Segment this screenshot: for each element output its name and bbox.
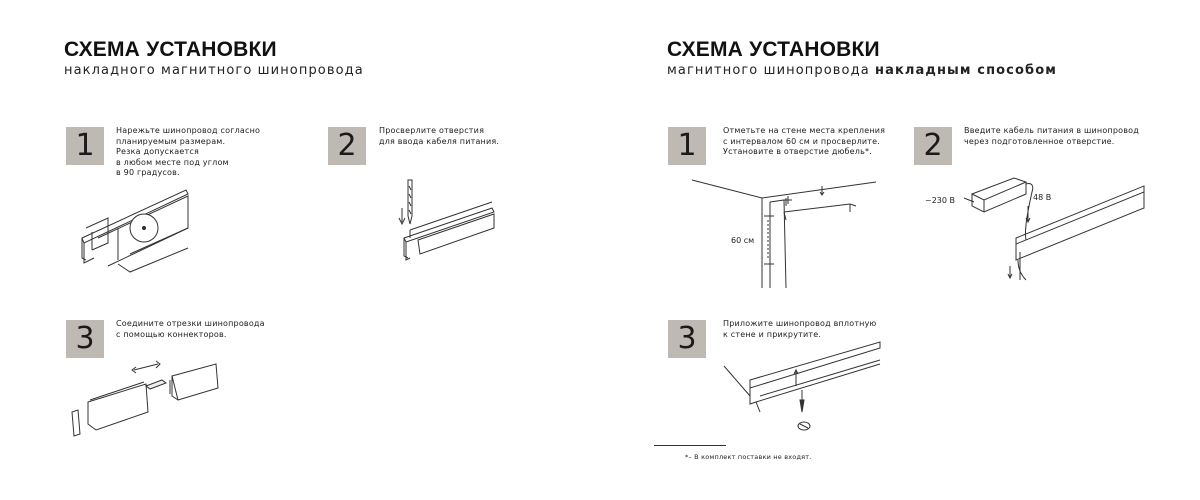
step-number-badge: 3 <box>66 320 104 358</box>
step-number-badge: 2 <box>914 127 952 165</box>
left-page-title: СХЕМА УСТАНОВКИ <box>64 38 277 61</box>
step-number-badge: 1 <box>668 127 706 165</box>
step-number-badge: 3 <box>668 320 706 358</box>
step-instruction: Отметьте на стене места крепления с инте… <box>723 126 886 156</box>
cable-feed-illustration <box>954 170 1150 284</box>
left-page-subtitle: накладного магнитного шинопровода <box>64 63 364 78</box>
cutting-disc-illustration <box>78 188 198 278</box>
footnote: *– В комплект поставки не входят. <box>685 453 812 461</box>
input-voltage-label: ~230 В <box>925 196 956 205</box>
step-instruction: Введите кабель питания в шинопровод чере… <box>964 126 1139 146</box>
mounting-screw-illustration <box>720 340 884 438</box>
step-number-badge: 2 <box>328 127 366 165</box>
wall-marking-illustration <box>690 176 880 288</box>
step-instruction: Просверлите отверстия для ввода кабеля п… <box>379 126 500 146</box>
spacing-dimension-label: 60 см <box>731 236 755 245</box>
step-instruction: Соедините отрезки шинопровода с помощью … <box>116 319 265 339</box>
step-number-badge: 1 <box>66 127 104 165</box>
connector-illustration <box>66 362 226 442</box>
right-page-title: СХЕМА УСТАНОВКИ <box>667 38 880 61</box>
output-voltage-label: 48 В <box>1033 193 1052 202</box>
drill-illustration <box>396 178 500 270</box>
step-instruction: Нарежьте шинопровод согласно планируемым… <box>116 126 261 177</box>
step-instruction: Приложите шинопровод вплотную к стене и … <box>723 319 877 339</box>
footnote-rule <box>654 445 726 446</box>
right-page-subtitle: магнитного шинопровода накладным способо… <box>667 63 1057 78</box>
